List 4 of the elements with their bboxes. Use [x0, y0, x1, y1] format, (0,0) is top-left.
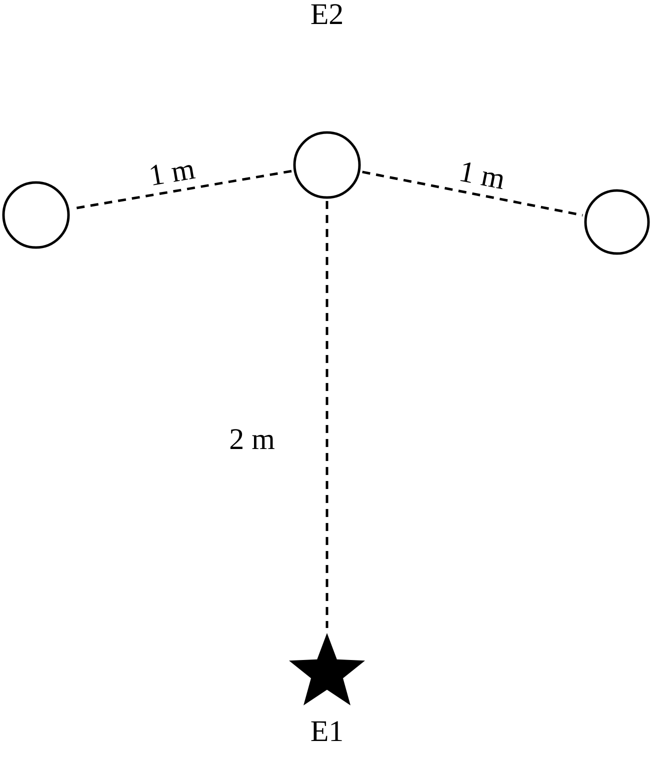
point-label: E2 — [310, 0, 344, 30]
dashed-line — [326, 201, 328, 628]
dashed-line — [362, 170, 583, 216]
point-label: E1 — [310, 717, 344, 747]
